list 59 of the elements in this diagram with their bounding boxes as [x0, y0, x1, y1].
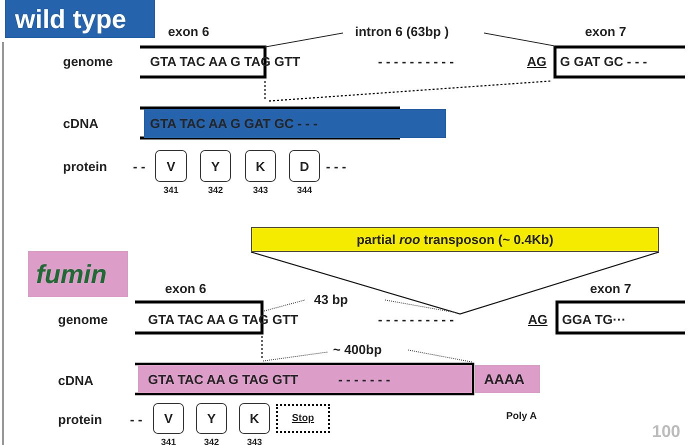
intron-dashes: - - - - - - - - - - [378, 54, 454, 70]
amino-acid-box [289, 150, 320, 182]
row-label: protein [58, 412, 102, 428]
exon-label: exon 7 [590, 281, 632, 297]
amino-acid-box [196, 403, 227, 434]
residue-number: 343 [246, 437, 264, 445]
amino-acid-box [155, 150, 187, 182]
row-label: cDNA [63, 116, 98, 132]
transposon-label: partial roo transposon (~ 0.4Kb) [356, 232, 554, 247]
ellipsis-dashes: - - - [326, 159, 346, 175]
residue-number: 342 [202, 437, 220, 445]
sequence-text: GTA TAC AA G GAT GC - - - [150, 116, 318, 131]
amino-acid-box [200, 150, 231, 182]
amino-acid-letter: V [166, 158, 176, 174]
amino-acid-letter: V [164, 411, 173, 426]
title-band [28, 251, 128, 297]
intron-dashes: - - - - - - - - - - [378, 312, 454, 328]
row-label: genome [58, 312, 108, 328]
ellipsis-dashes: - - [133, 159, 146, 175]
length-label: 43 bp [314, 292, 348, 308]
intron-label: intron 6 (63bp ) [355, 24, 449, 40]
amino-acid-letter: D [300, 158, 310, 174]
residue-number: 341 [162, 185, 180, 195]
amino-acid-box [239, 403, 270, 434]
page-number: 100 [652, 424, 680, 440]
title-band [5, 0, 155, 38]
sequence-text: GGA TG··· [562, 312, 626, 328]
amino-acid-letter: K [256, 158, 266, 174]
exon-label: exon 6 [165, 281, 206, 297]
sequence-text: G GAT GC - - - [560, 54, 648, 70]
residue-number: 343 [252, 185, 270, 195]
title: fumin [36, 258, 107, 290]
amino-acid-box [245, 150, 276, 182]
cdna-bar [144, 109, 446, 138]
gap-dashes: - - - - - - - [338, 372, 390, 386]
row-label: protein [63, 159, 108, 175]
ellipsis-dashes: - - [130, 412, 142, 428]
transposon-box [251, 227, 659, 252]
amino-acid-box [153, 403, 184, 434]
row-label: cDNA [58, 373, 94, 389]
amino-acid-letter: Y [211, 158, 220, 174]
exon-label: exon 7 [585, 24, 626, 40]
amino-acid-letter: Y [207, 411, 216, 426]
polya-sequence: AAAA [484, 371, 524, 387]
title: wild type [15, 4, 126, 34]
sequence-text: AG [528, 312, 548, 328]
length-label: ~ 400bp [333, 342, 382, 358]
residue-number: 344 [296, 185, 314, 195]
polya-box [475, 365, 540, 393]
sequence-text: AG [527, 54, 546, 70]
row-label: genome [63, 54, 113, 70]
residue-number: 341 [160, 437, 178, 445]
polya-caption: Poly A [505, 412, 538, 422]
stop-label: Stop [292, 413, 314, 424]
sequence-text: GTA TAC AA G TAG GTT [148, 372, 298, 386]
amino-acid-letter: K [250, 411, 260, 426]
exon-label: exon 6 [168, 24, 210, 40]
stop-codon-box [276, 404, 330, 433]
residue-number: 342 [206, 185, 224, 195]
